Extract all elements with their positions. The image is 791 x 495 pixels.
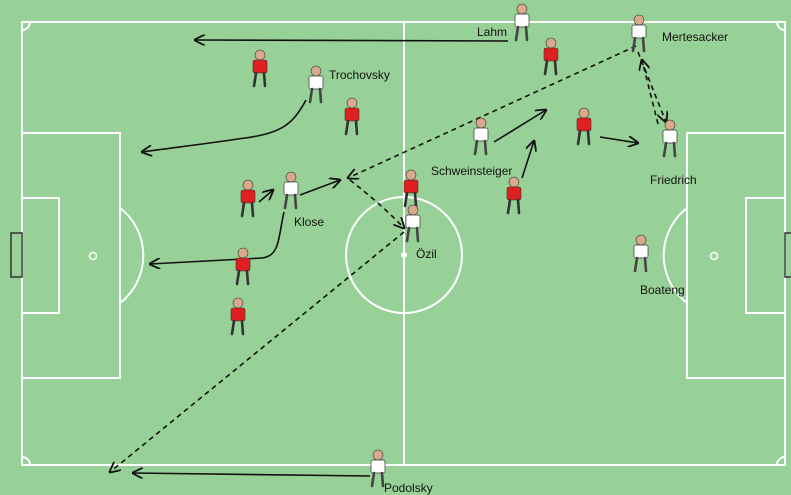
center-spot	[401, 252, 407, 258]
run-arrow-lahm	[195, 40, 508, 41]
label-lahm: Lahm	[477, 25, 507, 39]
label-friedrich: Friedrich	[650, 173, 697, 187]
label-mertesacker: Mertesacker	[662, 30, 728, 44]
label-ozil: Özil	[416, 247, 437, 261]
label-podolsky: Podolsky	[384, 481, 433, 495]
label-klose: Klose	[294, 215, 324, 229]
label-schweinsteiger: Schweinsteiger	[431, 164, 512, 178]
label-trochowsky: Trochovsky	[329, 68, 390, 82]
label-boateng: Boateng	[640, 283, 685, 297]
